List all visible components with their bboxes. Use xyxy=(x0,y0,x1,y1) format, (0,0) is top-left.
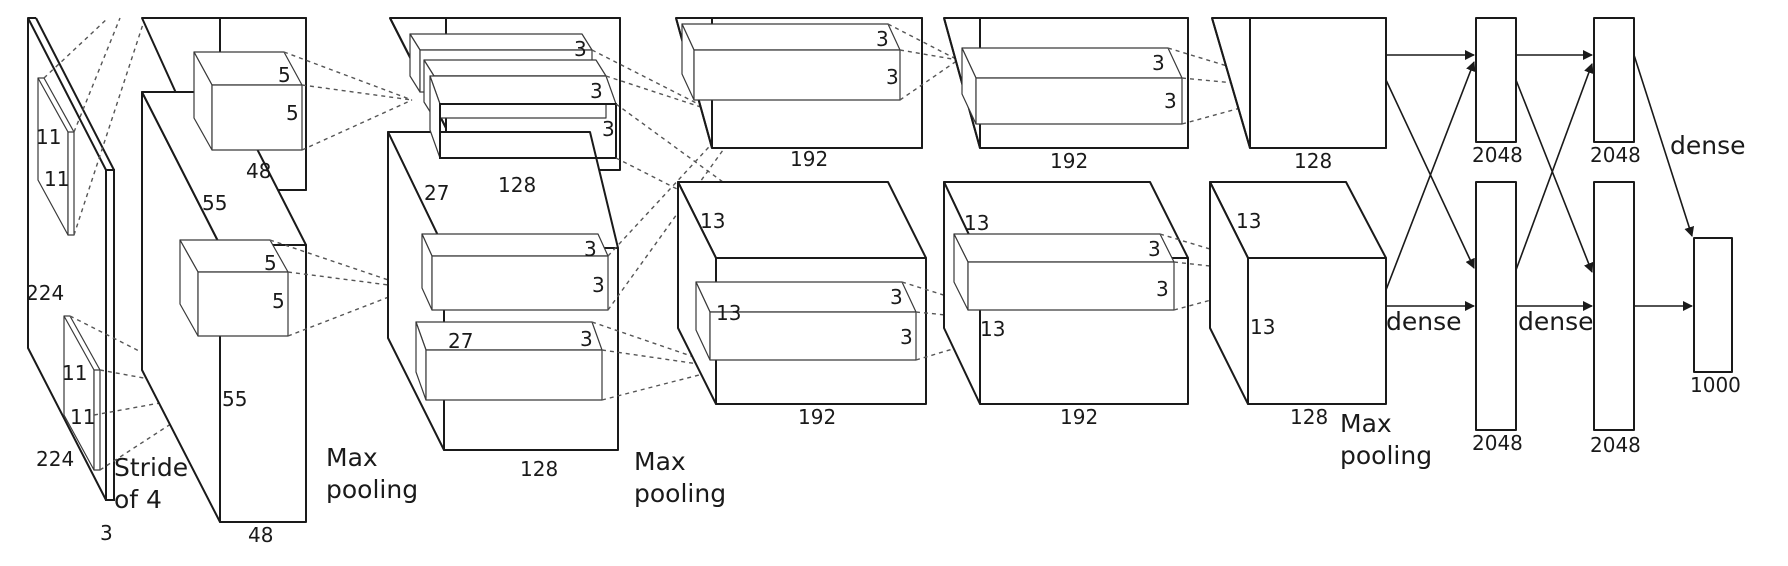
conv5-top-depth-label: 128 xyxy=(1294,149,1332,173)
conv4-kernel-bottom xyxy=(953,233,1175,311)
diagram-labels: 11 11 224 11 11 224 3 Stride of 4 5 5 5 … xyxy=(26,27,1746,547)
arrow-fc6-fc7-cross-up xyxy=(1515,63,1594,271)
conv1-layer xyxy=(141,17,307,523)
conv2-kernel-top-3 xyxy=(429,75,617,159)
conv4-top-depth-label: 192 xyxy=(1050,149,1088,173)
input-image-depth xyxy=(105,169,115,501)
conv4-layer xyxy=(943,17,1189,405)
fc6-top-block xyxy=(1475,17,1517,143)
fc6-bottom-size-label: 2048 xyxy=(1472,431,1523,455)
pool3-label-line2: pooling xyxy=(1340,441,1432,470)
conv3-kernel-top1-label: 3 xyxy=(876,27,889,51)
conv4-size-label: 13 xyxy=(964,211,989,235)
arrow-fc6-fc7-cross-down xyxy=(1515,79,1594,273)
fc7-top-block xyxy=(1593,17,1635,143)
conv3-kernel-bottom1-label: 3 xyxy=(890,285,903,309)
stride-label-line2: of 4 xyxy=(114,485,162,514)
output-block xyxy=(1693,237,1733,373)
conv2-kernel-bottom-1 xyxy=(421,233,609,311)
conv4-kernel-bottom2-label: 3 xyxy=(1156,277,1169,301)
fc6-top-size-label: 2048 xyxy=(1472,143,1523,167)
input-kernel-top-width-label: 11 xyxy=(36,125,61,149)
conv2-kernel-bottom1-label: 3 xyxy=(584,237,597,261)
conv1-kernel-bottom-height-label: 5 xyxy=(272,289,285,313)
conv2-kernel-bottom3-label: 3 xyxy=(580,327,593,351)
input-kernel-top-height-label: 11 xyxy=(44,167,69,191)
input-image-layer xyxy=(27,17,115,501)
dense-label-fc7-output: dense xyxy=(1670,131,1746,160)
pool1-label-line2: pooling xyxy=(326,475,418,504)
conv3-kernel-bottom xyxy=(695,281,917,361)
pool1-label-line1: Max xyxy=(326,443,378,472)
conv3-size-label: 13 xyxy=(700,209,725,233)
conv2-layer xyxy=(387,17,621,451)
fc-connection-arrows xyxy=(1385,50,1695,311)
conv2-bottom-depth-label: 128 xyxy=(520,457,558,481)
conv2-kernel-top2-label: 3 xyxy=(590,79,603,103)
conv1-kernel-top xyxy=(193,51,303,151)
conv4-kernel-top2-label: 3 xyxy=(1164,89,1177,113)
conv5-layer xyxy=(1209,17,1387,405)
input-kernel-bottom-width-label: 11 xyxy=(62,361,87,385)
pool2-label-line1: Max xyxy=(634,447,686,476)
conv3-bottom-depth-label: 192 xyxy=(798,405,836,429)
input-depth-label: 3 xyxy=(100,521,113,545)
conv4-kernel-top xyxy=(961,47,1183,125)
fc7-top-size-label: 2048 xyxy=(1590,143,1641,167)
conv2-top-depth-label: 128 xyxy=(498,173,536,197)
pool3-label-line1: Max xyxy=(1340,409,1392,438)
conv4-kernel-top1-label: 3 xyxy=(1152,51,1165,75)
conv5-size-label: 13 xyxy=(1236,209,1261,233)
conv1-size-label: 55 xyxy=(202,191,227,215)
conv2-size-label: 27 xyxy=(424,181,449,205)
conv1-kernel-top-width-label: 5 xyxy=(278,63,291,87)
conv3-top-depth-label: 192 xyxy=(790,147,828,171)
fc6-bottom-block xyxy=(1475,181,1517,431)
conv4-kernel-bottom1-label: 3 xyxy=(1148,237,1161,261)
conv3-kernel-bottom2-label: 3 xyxy=(900,325,913,349)
dense-label-fc6-fc7: dense xyxy=(1518,307,1594,336)
output-size-label: 1000 xyxy=(1690,373,1741,397)
fc7-bottom-size-label: 2048 xyxy=(1590,433,1641,457)
conv5-bottom-depth-label: 128 xyxy=(1290,405,1328,429)
conv5-bottom-slab-front xyxy=(1247,257,1387,405)
conv3-kernel-top2-label: 3 xyxy=(886,65,899,89)
input-kernel-bottom-height-label: 11 xyxy=(70,405,95,429)
conv4-bottom-size-label: 13 xyxy=(980,317,1005,341)
conv1-kernel-bottom xyxy=(179,239,289,337)
conv3-layer xyxy=(675,17,927,405)
conv1-top-depth-label: 48 xyxy=(246,159,271,183)
conv3-kernel-top xyxy=(681,23,901,101)
conv1-kernel-top-height-label: 5 xyxy=(286,101,299,125)
fc7-bottom-block xyxy=(1593,181,1635,431)
pool2-label-line2: pooling xyxy=(634,479,726,508)
fc-layers xyxy=(1475,17,1733,431)
arrow-fc7-output-top xyxy=(1633,54,1695,237)
input-width-label: 224 xyxy=(36,447,74,471)
conv2-bottom-size-label: 27 xyxy=(448,329,473,353)
conv2-kernel-bottom2-label: 3 xyxy=(592,273,605,297)
conv3-bottom-size-label: 13 xyxy=(716,301,741,325)
conv2-kernel-top3-label: 3 xyxy=(602,117,615,141)
conv1-kernel-bottom-width-label: 5 xyxy=(264,251,277,275)
dense-label-conv5-fc6: dense xyxy=(1386,307,1462,336)
input-height-label: 224 xyxy=(26,281,64,305)
conv2-kernel-top1-label: 3 xyxy=(574,37,587,61)
conv1-bottom-size-label: 55 xyxy=(222,387,247,411)
conv5-bottom-size-label: 13 xyxy=(1250,315,1275,339)
arrow-conv5-fc6-cross-up xyxy=(1385,61,1476,291)
conv1-bottom-depth-label: 48 xyxy=(248,523,273,547)
conv2-kernel-bottom-2 xyxy=(415,321,603,401)
stride-label-line1: Stride xyxy=(114,453,188,482)
conv4-bottom-depth-label: 192 xyxy=(1060,405,1098,429)
